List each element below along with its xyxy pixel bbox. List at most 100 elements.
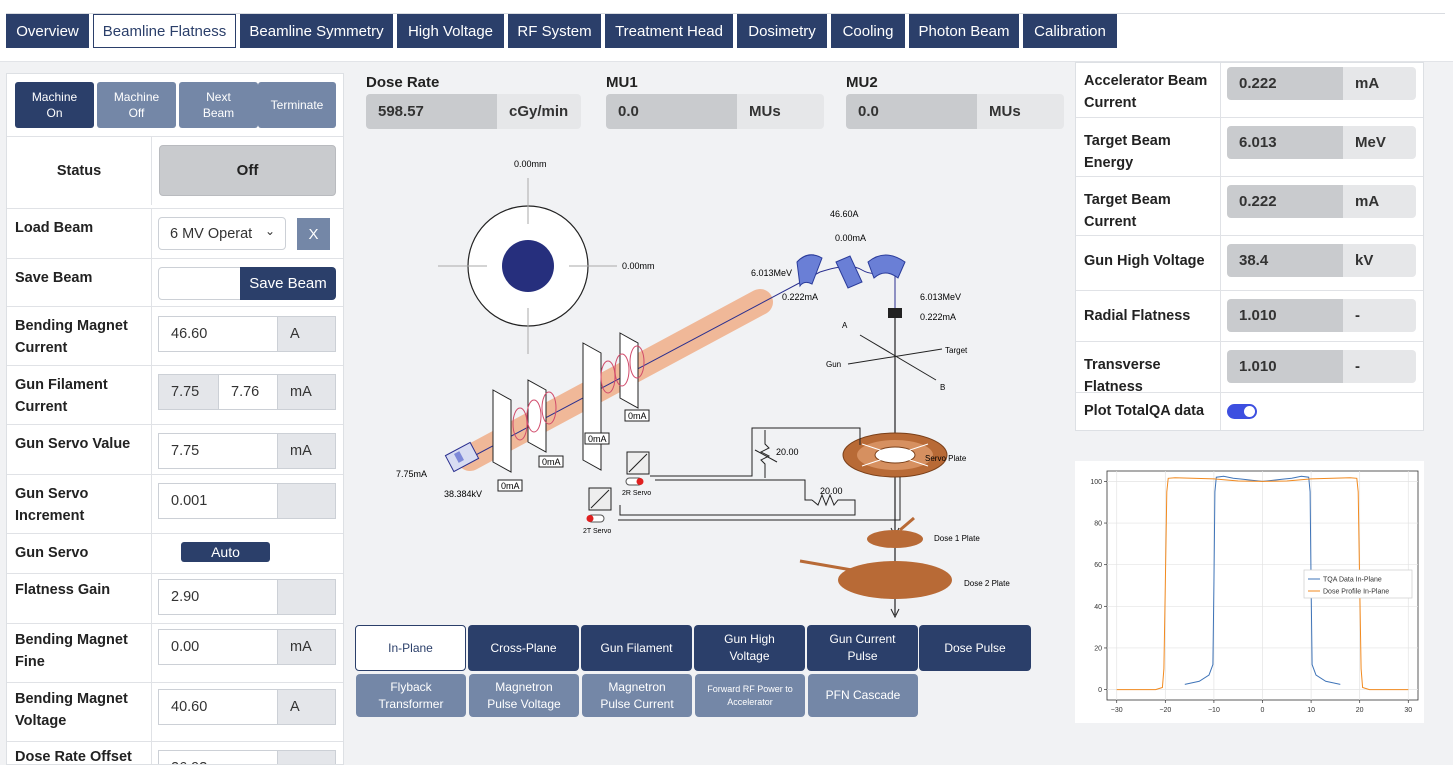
- load-beam-clear-button[interactable]: X: [297, 218, 330, 250]
- bending-fine-unit: mA: [277, 629, 336, 665]
- legend-entry: TQA Data In-Plane: [1323, 577, 1382, 584]
- x-tick-label: −30: [1111, 707, 1123, 714]
- load-beam-select[interactable]: 6 MV Operat ⌄: [158, 217, 286, 250]
- mu2-unit: MUs: [977, 94, 1064, 129]
- plot-button-magnetron-pulse-voltage[interactable]: Magnetron Pulse Voltage: [469, 674, 579, 717]
- dose-offset-unit: -: [277, 750, 336, 764]
- tab-photon-beam[interactable]: Photon Beam: [909, 14, 1019, 48]
- servo-plate-label: Servo Plate: [925, 454, 967, 463]
- divider: [151, 742, 152, 764]
- readback-label: Target Beam Energy: [1084, 133, 1171, 171]
- svg-text:0mA: 0mA: [542, 457, 561, 467]
- plot-button-dose-pulse[interactable]: Dose Pulse: [919, 625, 1031, 671]
- gun-servo-row: Gun Servo Auto: [7, 533, 343, 574]
- tab-treatment-head[interactable]: Treatment Head: [605, 14, 733, 48]
- x-tick-label: −20: [1159, 707, 1171, 714]
- servo-2t-label: 2T Servo: [583, 528, 611, 535]
- gun-filament-label: Gun Filament Current: [15, 377, 108, 415]
- flatness-gain-row: Flatness Gain 2.90: [7, 573, 343, 624]
- bending-current-input[interactable]: 46.60: [158, 316, 278, 352]
- plot-button-forward-rf-power-to-accelerator[interactable]: Forward RF Power to Accelerator: [695, 674, 805, 717]
- flatness-gain-label: Flatness Gain: [15, 582, 111, 598]
- main-area: Dose Rate 598.57 cGy/min MU1 0.0 MUs MU2…: [350, 62, 1070, 762]
- readback-value: 0.222: [1227, 185, 1343, 218]
- gun-servo-value-input[interactable]: 7.75: [158, 433, 278, 469]
- divider: [151, 425, 152, 475]
- dose-rate-value: 598.57: [366, 94, 498, 129]
- divider: [151, 683, 152, 742]
- dose-2-plate: [838, 561, 952, 599]
- flatness-gain-input[interactable]: 2.90: [158, 579, 278, 615]
- plot-button-flyback-transformer[interactable]: Flyback Transformer: [356, 674, 466, 717]
- tab-cooling[interactable]: Cooling: [831, 14, 905, 48]
- rf-cavities: [512, 345, 645, 441]
- load-beam-row: Load Beam 6 MV Operat ⌄ X: [7, 208, 343, 259]
- flatness-gain-unit: [277, 579, 336, 615]
- plot-button-gun-current-pulse[interactable]: Gun Current Pulse: [807, 625, 918, 671]
- machine-off-button[interactable]: Machine Off: [97, 82, 176, 128]
- tab-rf-system[interactable]: RF System: [508, 14, 601, 48]
- plot-button-cross-plane[interactable]: Cross-Plane: [468, 625, 579, 671]
- servo-wiring: [618, 427, 901, 521]
- resistor-2-value: 20.00: [820, 486, 843, 496]
- gun-servo-increment-label: Gun Servo Increment: [15, 486, 89, 524]
- target-block: [888, 308, 902, 318]
- dose-rate-unit: cGy/min: [497, 94, 581, 129]
- tab-high-voltage[interactable]: High Voltage: [397, 14, 504, 48]
- next-beam-button[interactable]: Next Beam: [179, 82, 258, 128]
- beam-spot: [502, 240, 554, 292]
- machine-on-button[interactable]: Machine On: [15, 82, 94, 128]
- plot-button-magnetron-pulse-current[interactable]: Magnetron Pulse Current: [582, 674, 692, 717]
- readback-unit: mA: [1343, 67, 1416, 100]
- status-indicator: Off: [159, 145, 336, 196]
- tab-overview[interactable]: Overview: [6, 14, 89, 48]
- gun-filament-input[interactable]: 7.76: [218, 374, 278, 410]
- plot-button-in-plane[interactable]: In-Plane: [355, 625, 466, 671]
- resistor-1-value: 20.00: [776, 447, 799, 457]
- servo-2r-label: 2R Servo: [622, 490, 651, 497]
- gun-filament-readback: 7.75: [158, 374, 219, 410]
- servo-2r: [625, 451, 650, 486]
- gun-voltage-readout: 38.384kV: [444, 489, 482, 499]
- plot-button-gun-high-voltage[interactable]: Gun High Voltage: [694, 625, 805, 671]
- terminate-button[interactable]: Terminate: [258, 82, 336, 128]
- x-tick-label: 20: [1356, 707, 1364, 714]
- tab-dosimetry[interactable]: Dosimetry: [737, 14, 827, 48]
- readback-unit: -: [1343, 350, 1416, 383]
- save-beam-button[interactable]: Save Beam: [240, 267, 336, 300]
- gun-servo-increment-input[interactable]: 0.001: [158, 483, 278, 519]
- plot-totalqa-toggle[interactable]: [1227, 404, 1257, 419]
- divider: [151, 574, 152, 624]
- dose-rate-label: Dose Rate: [366, 74, 440, 91]
- readback-unit: mA: [1343, 185, 1416, 218]
- series-line-1: [1116, 477, 1409, 691]
- plot-button-pfn-cascade[interactable]: PFN Cascade: [808, 674, 918, 717]
- load-beam-selected: 6 MV Operat: [170, 225, 253, 242]
- dose-offset-input[interactable]: 26.93: [158, 750, 278, 764]
- bending-voltage-input[interactable]: 40.60: [158, 689, 278, 725]
- divider: [151, 209, 152, 259]
- gun-servo-auto-button[interactable]: Auto: [181, 542, 270, 562]
- energy-right-readout: 6.013MeV: [920, 292, 961, 302]
- mu1-value: 0.0: [606, 94, 738, 129]
- chevron-down-icon: ⌄: [264, 224, 275, 238]
- bending-fine-input[interactable]: 0.00: [158, 629, 278, 665]
- bending-voltage-label: Bending Magnet Voltage: [15, 691, 128, 729]
- divider: [1220, 393, 1221, 430]
- tab-beamline-flatness[interactable]: Beamline Flatness: [93, 14, 236, 48]
- plot-button-gun-filament[interactable]: Gun Filament: [581, 625, 692, 671]
- tab-calibration[interactable]: Calibration: [1023, 14, 1117, 48]
- save-beam-input[interactable]: [158, 267, 241, 300]
- bending-voltage-unit: A: [277, 689, 336, 725]
- accelerator-sections: [492, 332, 639, 473]
- energy-left-readout: 6.013MeV: [751, 268, 792, 278]
- beamline-diagram: 0.00mm 0.00mm 0mA: [396, 159, 1010, 619]
- dose-1-plate: [867, 530, 923, 548]
- gun-servo-value-label: Gun Servo Value: [15, 436, 131, 452]
- tab-beamline-symmetry[interactable]: Beamline Symmetry: [240, 14, 393, 48]
